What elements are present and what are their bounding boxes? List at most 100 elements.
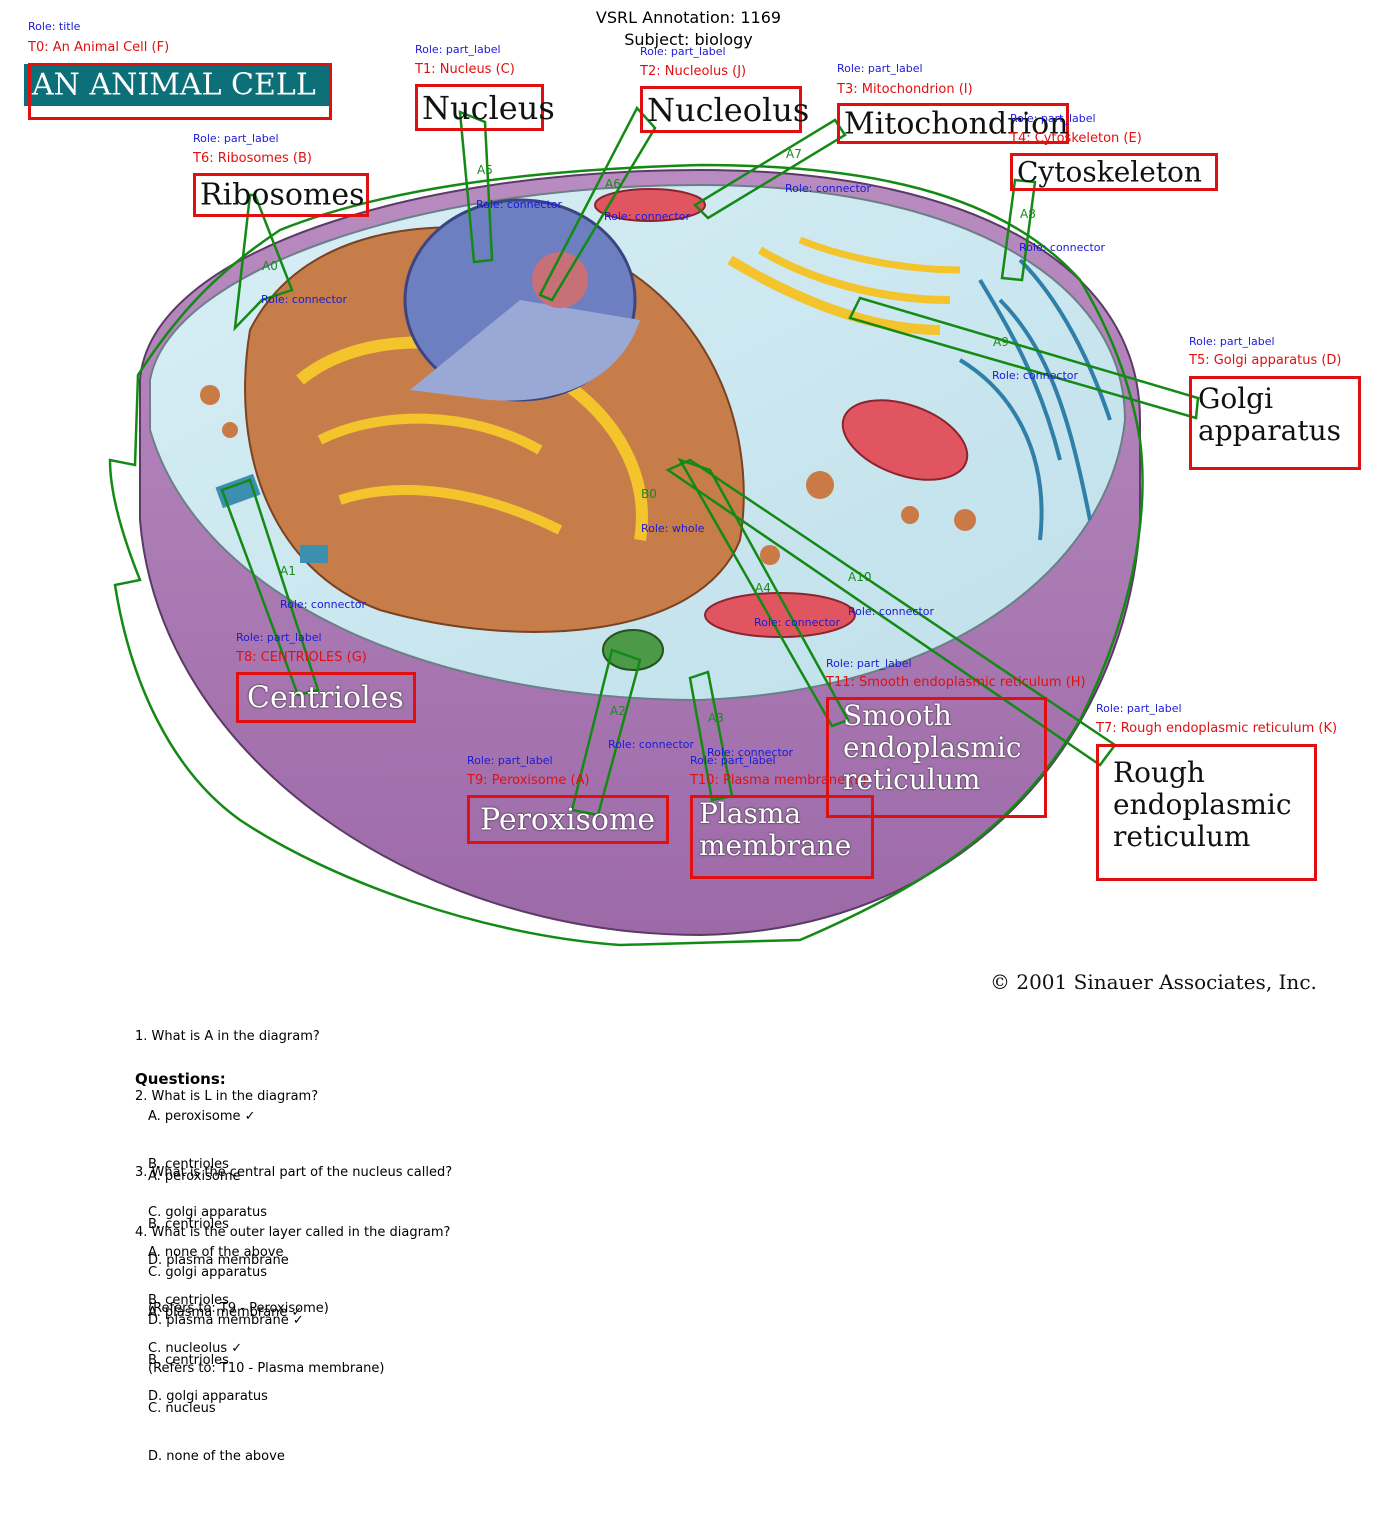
question-1-option-d: D. plasma membrane (148, 1253, 289, 1268)
a3-tag: A3 (708, 711, 724, 725)
title-tag: T0: An Animal Cell (F) (28, 40, 170, 55)
ribosomes-label-box: Ribosomes (193, 173, 369, 217)
question-4-option-a: A. plasma membrane ✓ (148, 1305, 303, 1320)
connector-a1 (220, 478, 320, 697)
question-1-option-a: A. peroxisome ✓ (148, 1109, 256, 1124)
connector-a5 (458, 110, 494, 264)
golgi-label-line1: Golgi (1198, 382, 1274, 415)
a10-role: Role: connector (848, 605, 935, 618)
a1-role: Role: connector (280, 598, 367, 611)
rough-er-role: Role: part_label (1096, 702, 1182, 715)
question-1-option-b: B. centrioles (148, 1157, 229, 1172)
a6-tag: A6 (605, 177, 621, 191)
a9-role: Role: connector (992, 369, 1079, 382)
mitochondrion-tag: T3: Mitochondrion (I) (837, 82, 973, 97)
question-1-text: 1. What is A in the diagram? (135, 1029, 320, 1044)
title-box (28, 63, 332, 120)
a2-tag: A2 (610, 704, 626, 718)
plasma-membrane-label-line2: membrane (699, 829, 852, 863)
ribosomes-tag: T6: Ribosomes (B) (193, 151, 312, 166)
annotation-title: VSRL Annotation: 1169 (595, 8, 782, 27)
question-2-text: 2. What is L in the diagram? (135, 1089, 319, 1104)
rough-er-tag: T7: Rough endoplasmic reticulum (K) (1096, 721, 1338, 736)
a3-role: Role: connector (707, 746, 794, 759)
a0-tag: A0 (262, 259, 278, 273)
a7-tag: A7 (786, 147, 802, 161)
nucleus-role: Role: part_label (415, 43, 501, 56)
golgi-label-box: Golgi apparatus (1189, 376, 1361, 470)
plasma-membrane-label-box: Plasma membrane (690, 795, 874, 879)
whole-role: Role: whole (641, 522, 705, 535)
a7-role: Role: connector (785, 182, 872, 195)
cytoskeleton-role: Role: part_label (1010, 112, 1096, 125)
question-1: 1. What is A in the diagram? A. peroxiso… (135, 997, 329, 1365)
smooth-er-label-line2: endoplasmic (843, 731, 1022, 765)
a4-tag: A4 (755, 581, 771, 595)
whole-outline (108, 163, 1144, 947)
nucleolus-shape (532, 252, 588, 308)
nucleolus-role: Role: part_label (640, 45, 726, 58)
a8-tag: A8 (1020, 207, 1036, 221)
centrioles-label-box: Centrioles (236, 672, 416, 723)
smooth-er-label-line3: reticulum (843, 763, 981, 797)
question-2-option-b: B. centrioles (148, 1217, 229, 1232)
peroxisome-role: Role: part_label (467, 754, 553, 767)
rough-er-label-line1: Rough (1113, 756, 1205, 789)
question-1-option-c: C. golgi apparatus (148, 1205, 268, 1220)
centrioles-label-text: Centrioles (247, 680, 404, 715)
a2-role: Role: connector (608, 738, 695, 751)
golgi-role: Role: part_label (1189, 335, 1275, 348)
peroxisome-label-text: Peroxisome (480, 802, 656, 837)
a5-tag: A5 (477, 163, 493, 177)
cytoskeleton-label-text: Cytoskeleton (1017, 155, 1202, 189)
subject-title: Subject: biology (624, 30, 753, 49)
golgi-tag: T5: Golgi apparatus (D) (1189, 353, 1342, 368)
ribosomes-label-text: Ribosomes (200, 177, 365, 213)
a10-tag: A10 (848, 570, 872, 584)
rough-er-label-line3: reticulum (1113, 820, 1251, 854)
question-4-text: 4. What is the outer layer called in the… (135, 1225, 451, 1240)
question-3-option-a: A. none of the above (148, 1245, 284, 1260)
a0-role: Role: connector (261, 293, 348, 306)
connector-a7 (692, 118, 847, 220)
question-4-option-d: D. none of the above (148, 1449, 285, 1464)
plasma-membrane-role: Role: part_label (690, 754, 776, 767)
peroxisome-label-box: Peroxisome (467, 795, 669, 844)
golgi-shape (727, 255, 941, 335)
nucleolus-tag: T2: Nucleolus (J) (640, 64, 747, 79)
cytoskeleton-tag: T4: Cytoskeleton (E) (1010, 131, 1142, 146)
question-4-option-b: B. centrioles (148, 1353, 229, 1368)
centrioles-role: Role: part_label (236, 631, 322, 644)
questions-heading: Questions: (135, 1070, 226, 1088)
a8-role: Role: connector (1019, 241, 1106, 254)
connector-a9 (848, 296, 1200, 420)
a5-role: Role: connector (476, 198, 563, 211)
cytoskeleton-shape (958, 258, 1112, 541)
smooth-er-label-box: Smooth endoplasmic reticulum (826, 697, 1047, 818)
title-banner: AN ANIMAL CELL (24, 64, 330, 106)
ribosomes-role: Role: part_label (193, 132, 279, 145)
mitochondrion-role: Role: part_label (837, 62, 923, 75)
plasma-membrane-label-line1: Plasma (699, 797, 802, 830)
question-4-option-c: C. nucleus (148, 1401, 216, 1416)
rough-er-label-line2: endoplasmic (1113, 788, 1292, 822)
nucleus-label-text: Nucleus (422, 88, 555, 127)
question-2-option-c: C. golgi apparatus (148, 1265, 268, 1280)
a4-role: Role: connector (754, 616, 841, 629)
a1-tag: A1 (280, 564, 296, 578)
whole-tag: B0 (641, 487, 657, 501)
connector-a0 (233, 193, 294, 332)
centrioles-tag: T8: CENTRIOLES (G) (236, 650, 367, 665)
question-2-option-a: A. peroxisome (148, 1169, 241, 1184)
copyright-text: © 2001 Sinauer Associates, Inc. (990, 970, 1317, 994)
rough-er-label-box: Rough endoplasmic reticulum (1096, 744, 1317, 881)
connector-a6 (538, 105, 657, 302)
nucleolus-label-text: Nucleolus (647, 90, 810, 129)
peroxisome-shape (602, 629, 664, 671)
question-4: 4. What is the outer layer called in the… (135, 1193, 450, 1513)
nucleus-label-box: Nucleus (415, 84, 555, 131)
smooth-er-tag: T11: Smooth endoplasmic reticulum (H) (826, 675, 1086, 690)
a9-tag: A9 (993, 335, 1009, 349)
mitochondrion-label-text: Mitochondrion (844, 106, 1069, 141)
mitochondrion-shape (594, 188, 706, 222)
